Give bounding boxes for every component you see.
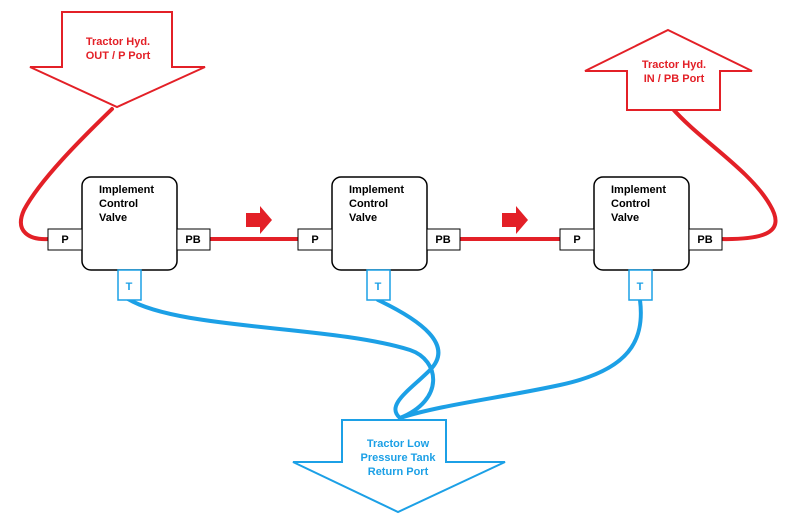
valve-1-pb-port: PB — [185, 234, 200, 246]
in-port-label-line1: Tractor Hyd. — [642, 59, 706, 71]
return-line-3 — [398, 298, 643, 420]
return-port-arrow: Tractor Low Pressure Tank Return Port — [292, 419, 506, 514]
valve-1: Implement Control Valve P PB T — [47, 176, 211, 301]
valve-2-label-line1: Implement — [349, 184, 404, 196]
return-port-label-line3: Return Port — [368, 466, 429, 478]
out-port-label-line2: OUT / P Port — [86, 50, 151, 62]
pressure-line-in — [670, 106, 778, 242]
valve-1-label-line3: Valve — [99, 212, 127, 224]
valve-1-t-port: T — [126, 281, 133, 293]
in-port-label-line2: IN / PB Port — [644, 73, 705, 85]
valve-2: Implement Control Valve P PB T — [297, 176, 461, 301]
valve-1-p-port: P — [61, 234, 68, 246]
valve-1-label-line2: Control — [99, 198, 138, 210]
return-port-label-line1: Tractor Low — [367, 438, 430, 450]
return-port-label-line2: Pressure Tank — [360, 452, 436, 464]
valve-1-label-line1: Implement — [99, 184, 154, 196]
valve-2-p-port: P — [311, 234, 318, 246]
valve-2-label-line2: Control — [349, 198, 388, 210]
valve-3-p-port: P — [573, 234, 580, 246]
flow-arrow-2 — [502, 206, 528, 234]
pressure-line-out — [19, 107, 114, 242]
out-port-label-line1: Tractor Hyd. — [86, 36, 150, 48]
return-line-2 — [376, 298, 441, 420]
valve-2-label-line3: Valve — [349, 212, 377, 224]
valve-3: Implement Control Valve P PB T — [559, 176, 723, 301]
out-port-arrow: Tractor Hyd. OUT / P Port — [29, 11, 206, 109]
valve-3-label-line2: Control — [611, 198, 650, 210]
in-port-arrow: Tractor Hyd. IN / PB Port — [584, 28, 753, 111]
valve-2-pb-port: PB — [435, 234, 450, 246]
valve-2-t-port: T — [375, 281, 382, 293]
flow-arrow-1 — [246, 206, 272, 234]
valve-3-label-line1: Implement — [611, 184, 666, 196]
valve-3-pb-port: PB — [697, 234, 712, 246]
valve-3-t-port: T — [637, 281, 644, 293]
return-line-1 — [126, 297, 436, 420]
valve-3-label-line3: Valve — [611, 212, 639, 224]
